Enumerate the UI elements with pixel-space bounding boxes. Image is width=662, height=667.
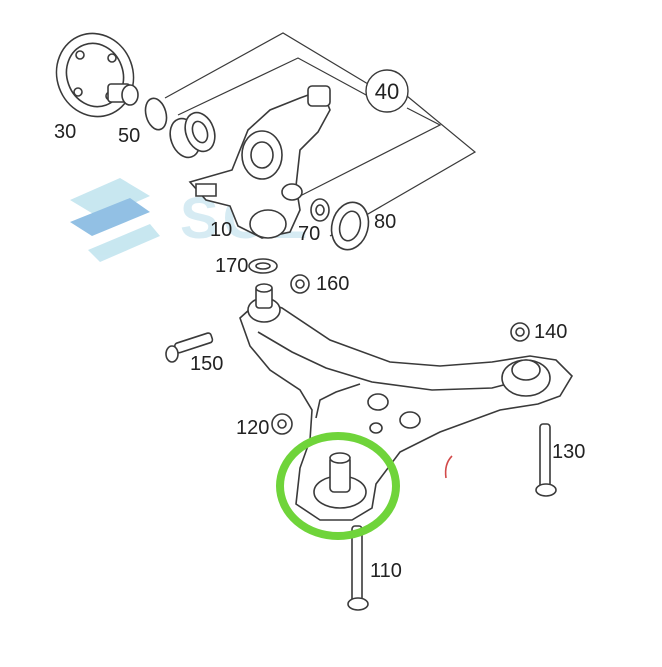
gasket xyxy=(248,258,278,274)
wheel-hub-flange xyxy=(55,32,139,118)
bolt-150 xyxy=(165,332,214,363)
wheel-bearing xyxy=(169,111,216,159)
watermark-logo-bottom xyxy=(88,224,160,262)
part-label-120: 120 xyxy=(236,417,269,439)
part-label-150: 150 xyxy=(190,353,223,375)
nut-70 xyxy=(310,198,330,222)
ball-joint xyxy=(247,283,281,323)
watermark-logo-mid xyxy=(70,198,150,236)
lower-control-arm xyxy=(239,299,574,521)
rear-bushing xyxy=(501,322,551,397)
leader-40-to-50 xyxy=(177,57,369,116)
bolt-110 xyxy=(347,525,369,611)
part-label-160: 160 xyxy=(316,273,349,295)
part-label-80: 80 xyxy=(374,211,396,233)
part-label-140: 140 xyxy=(534,321,567,343)
part-labels: 30 50 10 70 80 170 160 140 150 120 130 1… xyxy=(54,121,585,582)
part-label-170: 170 xyxy=(215,255,248,277)
leader-40-to-30 xyxy=(164,32,369,99)
leader-40-to-bracket xyxy=(299,107,442,197)
part-label-70: 70 xyxy=(298,223,320,245)
highlight-circle xyxy=(276,432,400,540)
part-label-110: 110 xyxy=(370,560,402,582)
part-label-50: 50 xyxy=(118,125,140,147)
front-bushing xyxy=(313,452,367,509)
leader-40-to-70 xyxy=(329,95,477,237)
part-label-130: 130 xyxy=(552,441,585,463)
watermark-logo-top xyxy=(70,178,150,218)
callout-40: 40 xyxy=(365,69,409,113)
bolt-130 xyxy=(535,423,557,497)
accent-mark xyxy=(444,455,453,479)
callout-40-circle xyxy=(365,69,409,113)
nut-160 xyxy=(290,274,310,294)
leader-lines-40 xyxy=(164,32,477,237)
nut-120 xyxy=(271,413,293,435)
part-label-10: 10 xyxy=(210,219,232,241)
part-label-30: 30 xyxy=(54,121,76,143)
part-label-40: 40 xyxy=(375,79,399,104)
dust-cover xyxy=(330,201,370,251)
steering-knuckle xyxy=(188,85,331,239)
snap-ring xyxy=(144,97,168,131)
